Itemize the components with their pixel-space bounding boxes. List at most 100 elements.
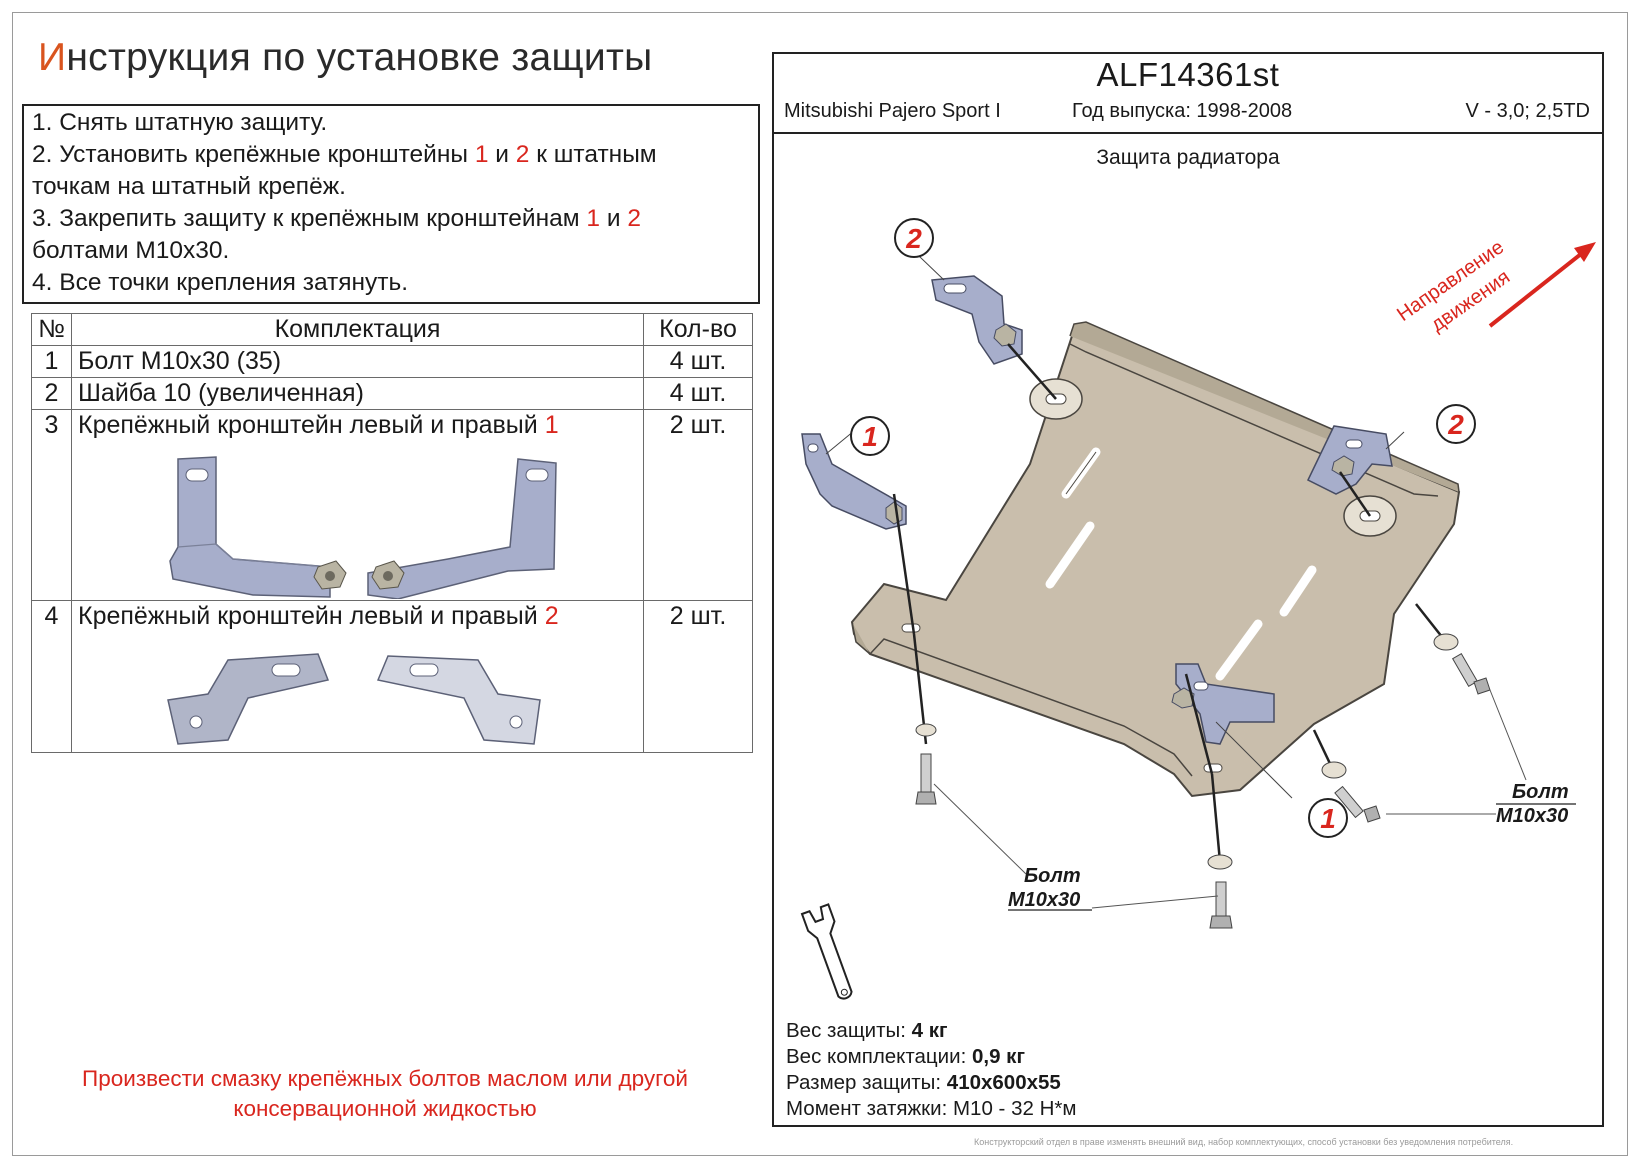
instruction-text: к штатным — [529, 141, 657, 168]
instruction-step-4: 4. Все точки крепления затянуть. — [32, 267, 750, 299]
instruction-text: точкам на штатный крепёж. — [32, 173, 346, 200]
table-row: 1 Болт М10х30 (35) 4 шт. — [31, 345, 753, 379]
callout-2-top: 2 — [894, 218, 934, 258]
bracket-2-left — [167, 652, 330, 745]
lube-line-2: консервационной жидкостью — [233, 1096, 537, 1121]
kit-header-qty: Кол-во — [643, 312, 753, 347]
spec-torque: Момент затяжки: М10 - 32 Н*м — [786, 1096, 1076, 1122]
kit-cell: Крепёжный кронштейн левый и правый 1 — [71, 409, 644, 601]
bracket-2-pair-image — [167, 652, 541, 745]
car-model: Mitsubishi Pajero Sport I — [784, 100, 1001, 122]
kit-header-row: № Комплектация Кол-во — [31, 312, 753, 347]
disclaimer-footnote: Конструкторский отдел в праве изменять в… — [974, 1137, 1514, 1147]
bolt-size-text: М10х30 — [1008, 889, 1080, 911]
page-frame — [12, 12, 1628, 1156]
bolt-label-text: Болт — [1512, 781, 1569, 803]
kit-qty: 2 шт. — [643, 599, 753, 754]
instruction-text: 3. Закрепить защиту к крепёжным кронштей… — [32, 205, 587, 232]
bolt-right-lower — [1312, 729, 1381, 823]
engine: V - 3,0; 2,5TD — [1465, 100, 1591, 122]
spec-label: Вес комплектации: — [786, 1045, 972, 1068]
bracket-2-right — [1307, 425, 1405, 517]
skid-plate — [850, 321, 1461, 798]
kit-ref: 2 — [544, 601, 559, 630]
instruction-step-1: 1. Снять штатную защиту. — [32, 107, 750, 139]
kit-qty: 4 шт. — [643, 377, 753, 411]
kit-header-name: Комплектация — [71, 312, 644, 347]
spec-size: Размер защиты: 410х600х55 — [786, 1070, 1076, 1096]
ref-2: 2 — [515, 141, 530, 168]
kit-qty: 4 шт. — [643, 345, 753, 379]
direction-indicator: Направление движения — [1393, 236, 1596, 336]
kit-name: Болт М10х30 (35) — [71, 345, 644, 379]
bracket-1-pair-image — [169, 456, 557, 600]
spec-value: 4 кг — [911, 1019, 948, 1042]
instruction-step-2-cont: точкам на штатный крепёж. — [32, 171, 750, 203]
bolt-label-text: Болт — [1024, 865, 1081, 887]
bracket-1-bottom — [1171, 663, 1293, 799]
spec-label: Вес защиты: — [786, 1019, 912, 1042]
bolt-label-right: Болт М10х30 — [1386, 689, 1576, 827]
kit-name: Крепёжный кронштейн левый и правый — [78, 601, 545, 630]
instruction-step-3: 3. Закрепить защиту к крепёжным кронштей… — [32, 203, 750, 235]
kit-cell: Крепёжный кронштейн левый и правый 2 — [71, 599, 644, 754]
kit-name: Шайба 10 (увеличенная) — [71, 377, 644, 411]
bolt-size-text: М10х30 — [1496, 805, 1568, 827]
ref-1: 1 — [474, 141, 489, 168]
kit-ref: 1 — [544, 411, 559, 440]
assembly-diagram: Направление движения — [800, 218, 1596, 1000]
spec-weight: Вес защиты: 4 кг — [786, 1018, 1076, 1044]
year-range: Год выпуска: 1998-2008 — [1072, 100, 1293, 122]
callout-1-left: 1 — [850, 416, 890, 456]
bracket-2-right — [376, 654, 541, 745]
spec-value: М10 - 32 Н*м — [952, 1097, 1077, 1120]
kit-table: № Комплектация Кол-во 1 Болт М10х30 (35)… — [31, 312, 753, 754]
kit-num: 3 — [31, 409, 72, 601]
bracket-2-top — [895, 233, 1057, 400]
kit-name: Крепёжный кронштейн левый и правый — [78, 411, 545, 440]
direction-arrow-head — [1574, 242, 1596, 262]
spec-value: 0,9 кг — [971, 1045, 1025, 1068]
ref-2: 2 — [627, 205, 642, 232]
spec-value: 410х600х55 — [946, 1071, 1061, 1094]
title-first-letter: И — [38, 36, 67, 79]
callout-number: 2 — [1447, 409, 1464, 440]
instructions-box: 1. Снять штатную защиту. 2. Установить к… — [22, 104, 760, 304]
spec-label: Размер защиты: — [786, 1071, 947, 1094]
lube-line-1: Произвести смазку крепёжных болтов масло… — [82, 1066, 688, 1091]
kit-num: 2 — [31, 377, 72, 411]
table-row: 3 Крепёжный кронштейн левый и правый 1 — [31, 409, 753, 601]
instruction-text: болтами М10х30. — [32, 237, 230, 264]
spec-label: Момент затяжки: — [786, 1097, 953, 1120]
bolt-left — [912, 633, 937, 805]
wrench-icon — [800, 903, 853, 1000]
instruction-text: 1. Снять штатную защиту. — [32, 109, 328, 136]
bolt-label-left: Болт М10х30 — [933, 783, 1219, 911]
bracket-1-right — [367, 458, 557, 600]
lubrication-note: Произвести смазку крепёжных болтов масло… — [30, 1064, 740, 1124]
callout-number: 1 — [1320, 803, 1336, 834]
part-name: Защита радиатора — [1096, 146, 1280, 169]
bolt-right-upper — [1415, 603, 1491, 695]
instruction-step-3-cont: болтами М10х30. — [32, 235, 750, 267]
drawing-panel: ALF14361st Mitsubishi Pajero Sport I Год… — [772, 52, 1604, 1127]
instruction-text: и — [488, 141, 516, 168]
spec-kit-weight: Вес комплектации: 0,9 кг — [786, 1044, 1076, 1070]
callout-number: 2 — [905, 223, 922, 254]
kit-num: 4 — [31, 599, 72, 754]
bracket-1-left — [169, 456, 347, 598]
instruction-text: 2. Установить крепёжные кронштейны — [32, 141, 475, 168]
instruction-step-2: 2. Установить крепёжные кронштейны 1 и 2… — [32, 139, 750, 171]
callout-1-bottom: 1 — [1308, 798, 1348, 838]
bolt-bottom — [1207, 773, 1233, 929]
callout-2-right: 2 — [1436, 404, 1476, 444]
kit-qty: 2 шт. — [643, 409, 753, 601]
table-row: 2 Шайба 10 (увеличенная) 4 шт. — [31, 377, 753, 411]
panel-header: ALF14361st Mitsubishi Pajero Sport I Год… — [774, 54, 1602, 134]
direction-arrow-shaft — [1488, 248, 1588, 328]
kit-num: 1 — [31, 345, 72, 379]
instruction-text: 4. Все точки крепления затянуть. — [32, 269, 409, 296]
ref-1: 1 — [586, 205, 601, 232]
title-rest: нструкция по установке защиты — [66, 36, 653, 79]
specifications: Вес защиты: 4 кг Вес комплектации: 0,9 к… — [786, 1018, 1076, 1122]
